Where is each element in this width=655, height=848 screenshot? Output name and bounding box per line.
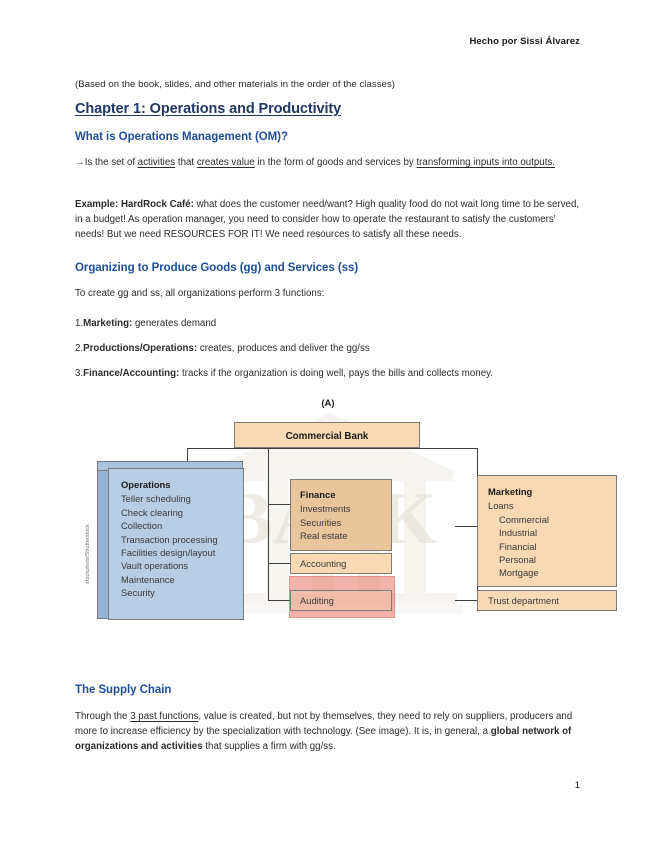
figure-label: (A) bbox=[321, 398, 335, 409]
supply-chain-paragraph: Through the 3 past functions, value is c… bbox=[75, 709, 580, 755]
box-commercial-bank: Commercial Bank bbox=[234, 422, 420, 448]
sc-text-3: that supplies a firm with gg/ss. bbox=[202, 741, 336, 753]
operations-item-3: Transaction processing bbox=[121, 533, 218, 545]
operations-item-5: Vault operations bbox=[121, 560, 189, 572]
trust-department-label: Trust department bbox=[488, 595, 560, 606]
organizing-intro: To create gg and ss, all organizations p… bbox=[75, 288, 325, 299]
om-definition-paragraph: →Is the set of activities that creates v… bbox=[75, 155, 580, 170]
intro-note: (Based on the book, slides, and other ma… bbox=[75, 79, 396, 90]
heading-organizing: Organizing to Produce Goods (gg) and Ser… bbox=[75, 262, 359, 274]
operations-title: Operations bbox=[121, 479, 171, 490]
connector-stub-auditing bbox=[268, 600, 290, 601]
finance-item-2: Real estate bbox=[300, 530, 348, 542]
page-number: 1 bbox=[574, 780, 580, 791]
function-item-1: 1.Marketing: generates demand bbox=[75, 316, 580, 331]
function-item-3: 3.Finance/Accounting: tracks if the orga… bbox=[75, 366, 580, 381]
document-content: Hecho por Sissi Álvarez (Based on the bo… bbox=[75, 0, 617, 848]
om-def-underline-activities: activities bbox=[137, 157, 176, 168]
om-def-text-3: in the form of goods and services by bbox=[254, 157, 417, 168]
box-trust-department: Trust department bbox=[477, 590, 617, 611]
box-operations: Operations Teller scheduling Check clear… bbox=[108, 468, 244, 620]
function-2-name: Productions/Operations: bbox=[83, 343, 198, 354]
function-2-desc: creates, produces and deliver the gg/ss bbox=[197, 343, 370, 354]
function-1-desc: generates demand bbox=[132, 318, 217, 329]
heading-what-is-om: What is Operations Management (OM)? bbox=[75, 131, 288, 143]
author-header: Hecho por Sissi Álvarez bbox=[469, 36, 580, 47]
om-def-underline-creates-value: creates value bbox=[196, 157, 255, 168]
box-accounting: Accounting bbox=[290, 553, 392, 574]
operations-item-2: Collection bbox=[121, 520, 163, 532]
operations-item-1: Check clearing bbox=[121, 506, 184, 518]
auditing-label: Auditing bbox=[300, 595, 334, 606]
heading-supply-chain: The Supply Chain bbox=[75, 684, 172, 696]
om-def-underline-transforming: transforming inputs into outputs. bbox=[416, 157, 555, 168]
sc-text-1: Through the bbox=[75, 711, 131, 722]
finance-item-0: Investments bbox=[300, 503, 351, 515]
connector-stub-trust bbox=[455, 600, 477, 601]
function-3-number: 3. bbox=[75, 368, 84, 379]
operations-item-0: Teller scheduling bbox=[121, 493, 191, 505]
operations-item-6: Maintenance bbox=[121, 573, 175, 585]
function-2-number: 2. bbox=[75, 343, 84, 354]
bank-organization-diagram: (A) BANK bbox=[83, 398, 617, 640]
marketing-item-2: Financial bbox=[499, 540, 537, 552]
finance-item-1: Securities bbox=[300, 516, 342, 528]
sc-bold-global-network: global network of organizations and acti… bbox=[75, 726, 572, 753]
connector-stub-marketing bbox=[455, 526, 477, 527]
image-credit: stockphoto/Shutterstock bbox=[85, 524, 91, 584]
auditing-highlight-annotation bbox=[289, 576, 395, 618]
box-finance: Finance Investments Securities Real esta… bbox=[290, 479, 392, 551]
connector-stub-finance bbox=[268, 504, 290, 505]
marketing-item-1: Industrial bbox=[499, 527, 538, 539]
accounting-label: Accounting bbox=[300, 558, 347, 569]
box-marketing: Marketing Loans Commercial Industrial Fi… bbox=[477, 475, 617, 587]
operations-item-7: Security bbox=[121, 587, 155, 599]
connector-stub-accounting bbox=[268, 563, 290, 564]
sc-text-2: , value is created, but not by themselve… bbox=[75, 711, 573, 738]
commercial-bank-label: Commercial Bank bbox=[285, 431, 369, 442]
function-1-name: Marketing: bbox=[83, 318, 133, 329]
example-label: Example: HardRock Café: bbox=[75, 199, 194, 210]
sc-underline-past-functions: 3 past functions bbox=[130, 711, 199, 722]
box-auditing: Auditing bbox=[290, 590, 392, 611]
connector-horizontal-top bbox=[187, 448, 477, 449]
function-item-2: 2.Productions/Operations: creates, produ… bbox=[75, 341, 580, 356]
example-body: what does the customer need/want? High q… bbox=[75, 199, 580, 241]
chapter-title: Chapter 1: Operations and Productivity bbox=[75, 101, 342, 117]
marketing-title: Marketing bbox=[488, 486, 533, 497]
om-example-paragraph: Example: HardRock Café: what does the cu… bbox=[75, 197, 580, 243]
marketing-item-0: Commercial bbox=[499, 513, 550, 525]
connector-vertical-finance-spine bbox=[268, 448, 269, 600]
marketing-item-3: Personal bbox=[499, 554, 537, 566]
connector-vertical-operations bbox=[187, 448, 188, 468]
marketing-item-4: Mortgage bbox=[499, 567, 539, 579]
function-1-number: 1. bbox=[75, 318, 84, 329]
arrow-glyph-icon: → bbox=[75, 157, 85, 168]
operations-item-4: Facilities design/layout bbox=[121, 547, 216, 559]
function-3-desc: tracks if the organization is doing well… bbox=[179, 368, 493, 379]
function-3-name: Finance/Accounting: bbox=[83, 368, 180, 379]
marketing-group-loans: Loans bbox=[488, 500, 514, 512]
om-def-text-2: that bbox=[175, 157, 197, 168]
finance-title: Finance bbox=[300, 489, 336, 500]
om-def-text-1: Is the set of bbox=[84, 157, 138, 168]
